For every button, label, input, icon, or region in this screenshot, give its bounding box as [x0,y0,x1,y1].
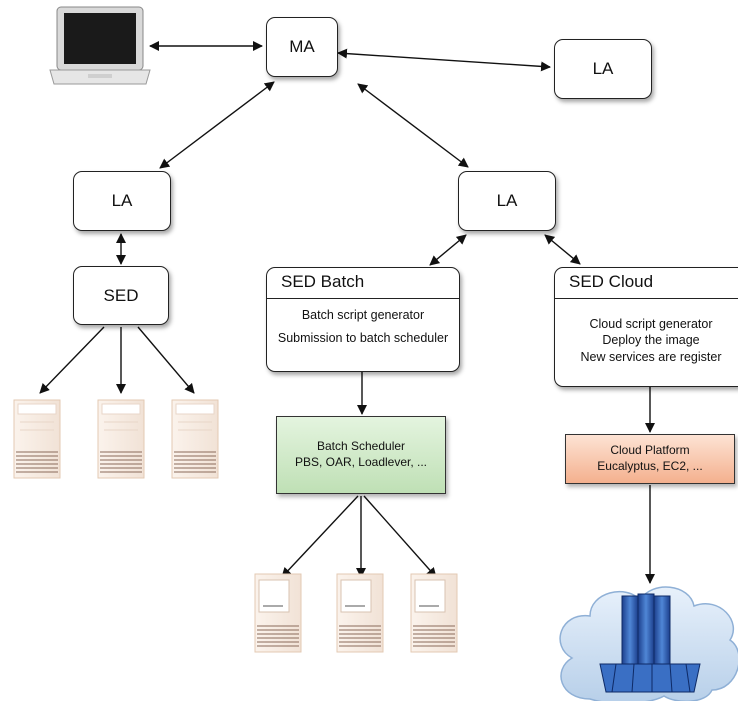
la-node-left: LA [73,171,171,231]
sed-cloud-title: SED Cloud [555,268,738,299]
edge-ma-la-topright [337,48,551,72]
sed-cloud-line: Deploy the image [602,333,700,348]
batch-scheduler-line: Batch Scheduler [316,439,406,454]
server-icon [254,573,302,653]
server-icon [336,573,384,653]
sed-node: SED [73,266,169,325]
sed-cloud-line: Cloud script generator [589,317,713,331]
ma-node: MA [266,17,338,77]
sed-cloud-line: New services are register [580,349,722,364]
la-node-top-right: LA [554,39,652,99]
sed-batch-title: SED Batch [267,268,459,299]
edge-ma-la-right [357,83,469,168]
edge-sed-server3 [137,326,195,394]
edge-la-sedbatch [429,234,467,266]
cloud-platform-line: Eucalyptus, EC2, ... [597,459,703,473]
edge-scheduler-server3 [363,495,437,578]
cloud-datacenter-icon [559,586,738,701]
edge-sed-server1 [39,326,105,394]
batch-scheduler-node: Batch Scheduler PBS, OAR, Loadlever, ... [276,416,446,494]
laptop-icon [49,6,151,85]
server-icon [13,399,61,479]
edge-ma-la-left [159,81,275,169]
sed-cloud-node: SED Cloud Cloud script generator Deploy … [554,267,738,387]
sed-batch-node: SED Batch Batch script generator Submiss… [266,267,460,372]
batch-scheduler-line: PBS, OAR, Loadlever, ... [294,455,428,469]
edge-la-sedcloud [544,234,581,265]
sed-batch-line: Submission to batch scheduler [277,331,449,346]
edge-scheduler-server1 [281,495,359,578]
cloud-platform-node: Cloud Platform Eucalyptus, EC2, ... [565,434,735,484]
server-icon [97,399,145,479]
la-node-right: LA [458,171,556,231]
server-icon [171,399,219,479]
cloud-platform-line: Cloud Platform [610,443,690,458]
server-icon [410,573,458,653]
sed-batch-line: Batch script generator [301,308,425,322]
